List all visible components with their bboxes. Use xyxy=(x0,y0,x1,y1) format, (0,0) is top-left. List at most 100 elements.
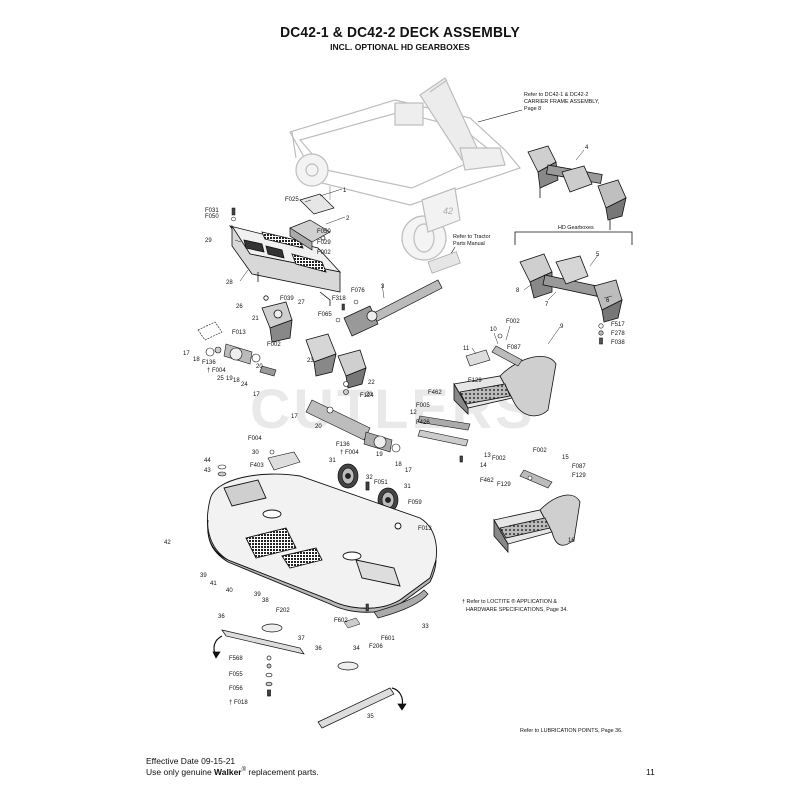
hd-gearbox-hardware xyxy=(598,323,604,345)
callout: 39 xyxy=(254,592,261,598)
hd-gearbox-assembly xyxy=(519,253,623,323)
alternate-chute-bracket xyxy=(519,469,553,489)
tractor-ref-line-2: Parts Manual xyxy=(453,241,485,247)
callout: 18 xyxy=(193,357,200,363)
left-gearbox xyxy=(261,295,293,343)
callout: F031 xyxy=(205,208,219,214)
standard-gearbox-assembly xyxy=(527,145,627,230)
callout: F059 xyxy=(408,500,422,506)
carrier-frame-ghost xyxy=(289,77,522,261)
callout: 30 xyxy=(252,450,259,456)
callout: 41 xyxy=(210,581,217,587)
callout: 40 xyxy=(226,588,233,594)
callout: F403 xyxy=(250,463,264,469)
callout: 18 xyxy=(233,378,240,384)
page-title: DC42-1 & DC42-2 DECK ASSEMBLY xyxy=(280,24,520,41)
callout: 38 xyxy=(262,598,269,604)
chute-mount-plates xyxy=(417,415,471,463)
callout: 4 xyxy=(585,145,589,151)
callout: 42 xyxy=(164,540,171,546)
callout: 39 xyxy=(200,573,207,579)
callout: 44 xyxy=(204,458,211,464)
carrier-frame-reference-note: Refer to DC42-1 & DC42-2 CARRIER FRAME A… xyxy=(477,92,600,123)
callout: 1 xyxy=(343,188,347,194)
carrier-ref-line-1: Refer to DC42-1 & DC42-2 xyxy=(524,92,588,98)
callout: 29 xyxy=(205,238,212,244)
callout: F601 xyxy=(381,636,395,642)
callout: 10 xyxy=(490,327,497,333)
lubrication-ref: Refer to LUBRICATION POINTS, Page 36. xyxy=(520,728,623,734)
callout: 18 xyxy=(395,462,402,468)
callout: 16 xyxy=(568,538,575,544)
callout: 9 xyxy=(560,324,564,330)
callout: † F018 xyxy=(229,700,248,706)
hd-gearboxes-bracket: HD Gearboxes xyxy=(514,225,633,245)
callout: F038 xyxy=(611,340,625,346)
callout: F136 xyxy=(336,442,350,448)
callout: F278 xyxy=(611,331,625,337)
carrier-ref-line-3: Page 8 xyxy=(524,106,541,112)
cutting-blade-right xyxy=(317,661,407,729)
callout: F202 xyxy=(276,608,290,614)
deck-size-badge: 42 xyxy=(443,206,453,216)
callout: 20 xyxy=(315,424,322,430)
genuine-parts-note: Use only genuine Walker® replacement par… xyxy=(146,767,319,777)
callout: F136 xyxy=(202,360,216,366)
callout: 25 xyxy=(217,376,224,382)
callout: F517 xyxy=(611,322,625,328)
callout: 2 xyxy=(346,216,350,222)
callout: F076 xyxy=(351,288,365,294)
hd-gearboxes-label: HD Gearboxes xyxy=(558,225,594,231)
callout: 21 xyxy=(252,316,259,322)
callout: 35 xyxy=(367,714,374,720)
callout: F050 xyxy=(205,214,219,220)
callout: F426 xyxy=(416,420,430,426)
callout: 7 xyxy=(545,302,549,308)
tractor-drive-coupler-ghost xyxy=(427,251,461,274)
deck-stud-hardware xyxy=(217,464,227,477)
callout: 12 xyxy=(410,410,417,416)
callout: F602 xyxy=(334,618,348,624)
callout: F318 xyxy=(332,296,346,302)
callout: 5 xyxy=(596,252,600,258)
callout: 6 xyxy=(606,298,610,304)
callout: F129 xyxy=(572,473,586,479)
callout: F124 xyxy=(360,393,374,399)
callout: F004 xyxy=(248,436,262,442)
mower-deck-housing xyxy=(207,473,437,613)
callout: 24 xyxy=(241,382,248,388)
left-spindle-assembly xyxy=(197,321,277,377)
belt-guard xyxy=(373,589,429,619)
callout: F013 xyxy=(418,526,432,532)
callout: F568 xyxy=(229,656,243,662)
callout: F025 xyxy=(285,197,299,203)
guard-hardware xyxy=(343,603,369,629)
callout: 17 xyxy=(405,468,412,474)
center-spindle-assembly xyxy=(305,381,401,453)
callout: 21 xyxy=(366,392,373,398)
registered-mark: ® xyxy=(241,767,247,774)
callout: † F004 xyxy=(207,368,226,374)
callout: F002 xyxy=(492,456,506,462)
callout: F005 xyxy=(416,403,430,409)
genuine-prefix: Use only genuine xyxy=(146,767,215,777)
callout: F129 xyxy=(468,378,482,384)
callout: 28 xyxy=(226,280,233,286)
callout: F013 xyxy=(232,330,246,336)
callout: 31 xyxy=(329,458,336,464)
callout: 20 xyxy=(256,364,263,370)
callout: F002 xyxy=(533,448,547,454)
callout: F065 xyxy=(318,312,332,318)
deck-cover xyxy=(229,224,342,306)
callout: 43 xyxy=(204,468,211,474)
discharge-chute-alternate xyxy=(493,494,581,554)
drive-shaft xyxy=(343,279,443,337)
callout: 31 xyxy=(404,484,411,490)
callout: 36 xyxy=(218,614,225,620)
brand-name: Walker xyxy=(214,767,242,777)
callout: F002 xyxy=(506,319,520,325)
callout: F129 xyxy=(497,482,511,488)
callout: 15 xyxy=(562,455,569,461)
callout: 33 xyxy=(422,624,429,630)
